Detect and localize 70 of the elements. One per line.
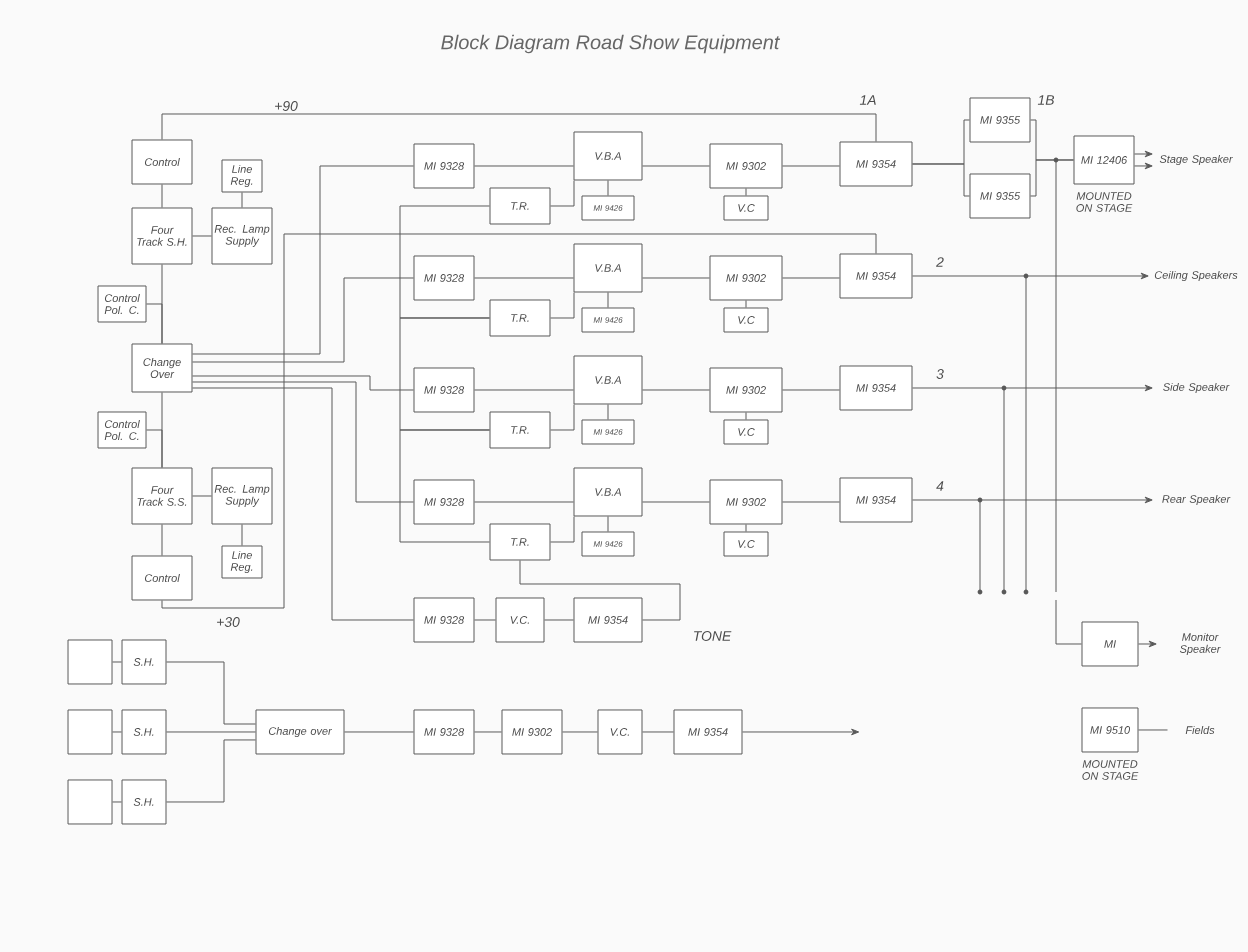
connector — [745, 300, 747, 308]
connector — [1134, 162, 1153, 170]
connector — [550, 180, 575, 207]
connector — [161, 233, 877, 609]
connector — [912, 272, 1149, 280]
connector — [1138, 640, 1157, 648]
connector — [399, 317, 490, 431]
connector — [642, 501, 710, 503]
connector — [782, 501, 840, 503]
connector — [607, 292, 609, 308]
connector — [550, 404, 575, 431]
connector — [607, 404, 609, 420]
connector — [745, 188, 747, 196]
connector — [550, 516, 575, 543]
connector — [192, 495, 212, 497]
connector — [192, 235, 212, 237]
connector — [912, 163, 970, 197]
empty-box — [67, 779, 113, 825]
connector — [166, 661, 256, 725]
connector — [474, 277, 574, 279]
connector — [166, 739, 256, 803]
connector — [192, 375, 414, 391]
connector — [161, 113, 877, 142]
connector — [241, 524, 243, 546]
connector — [161, 264, 163, 344]
connector — [192, 387, 414, 621]
connector — [161, 524, 163, 556]
connector — [241, 192, 243, 208]
connector — [562, 731, 598, 733]
connector — [745, 412, 747, 420]
connector — [344, 731, 414, 733]
connector — [544, 619, 574, 621]
connector — [1055, 599, 1082, 645]
connector — [519, 560, 681, 621]
connector — [912, 384, 1153, 392]
connector — [642, 389, 710, 391]
connector — [607, 516, 609, 532]
connector — [474, 389, 574, 391]
connector — [742, 728, 860, 736]
connector — [474, 619, 496, 621]
connector — [642, 731, 674, 733]
connector — [474, 165, 574, 167]
empty-box — [67, 639, 113, 685]
connector — [642, 277, 710, 279]
connector — [112, 661, 122, 663]
connector — [474, 501, 574, 503]
connector — [192, 277, 414, 363]
connector — [550, 292, 575, 319]
connector — [782, 277, 840, 279]
connector — [782, 165, 840, 167]
connector — [192, 381, 414, 503]
connector — [1134, 150, 1153, 158]
connector — [642, 165, 710, 167]
connector — [782, 389, 840, 391]
connector — [192, 165, 414, 355]
connector — [912, 496, 1153, 504]
connector — [161, 392, 163, 468]
connector — [474, 731, 502, 733]
connector — [745, 524, 747, 532]
connector — [166, 731, 256, 733]
connector — [399, 429, 490, 543]
title: Block Diagram Road Show Equipment — [441, 34, 781, 54]
connector — [1030, 159, 1074, 197]
connector — [399, 205, 490, 319]
empty-box — [67, 709, 113, 755]
connector — [161, 184, 163, 208]
connector — [1138, 729, 1168, 731]
connector — [112, 731, 122, 733]
connector — [112, 801, 122, 803]
connector — [607, 180, 609, 196]
